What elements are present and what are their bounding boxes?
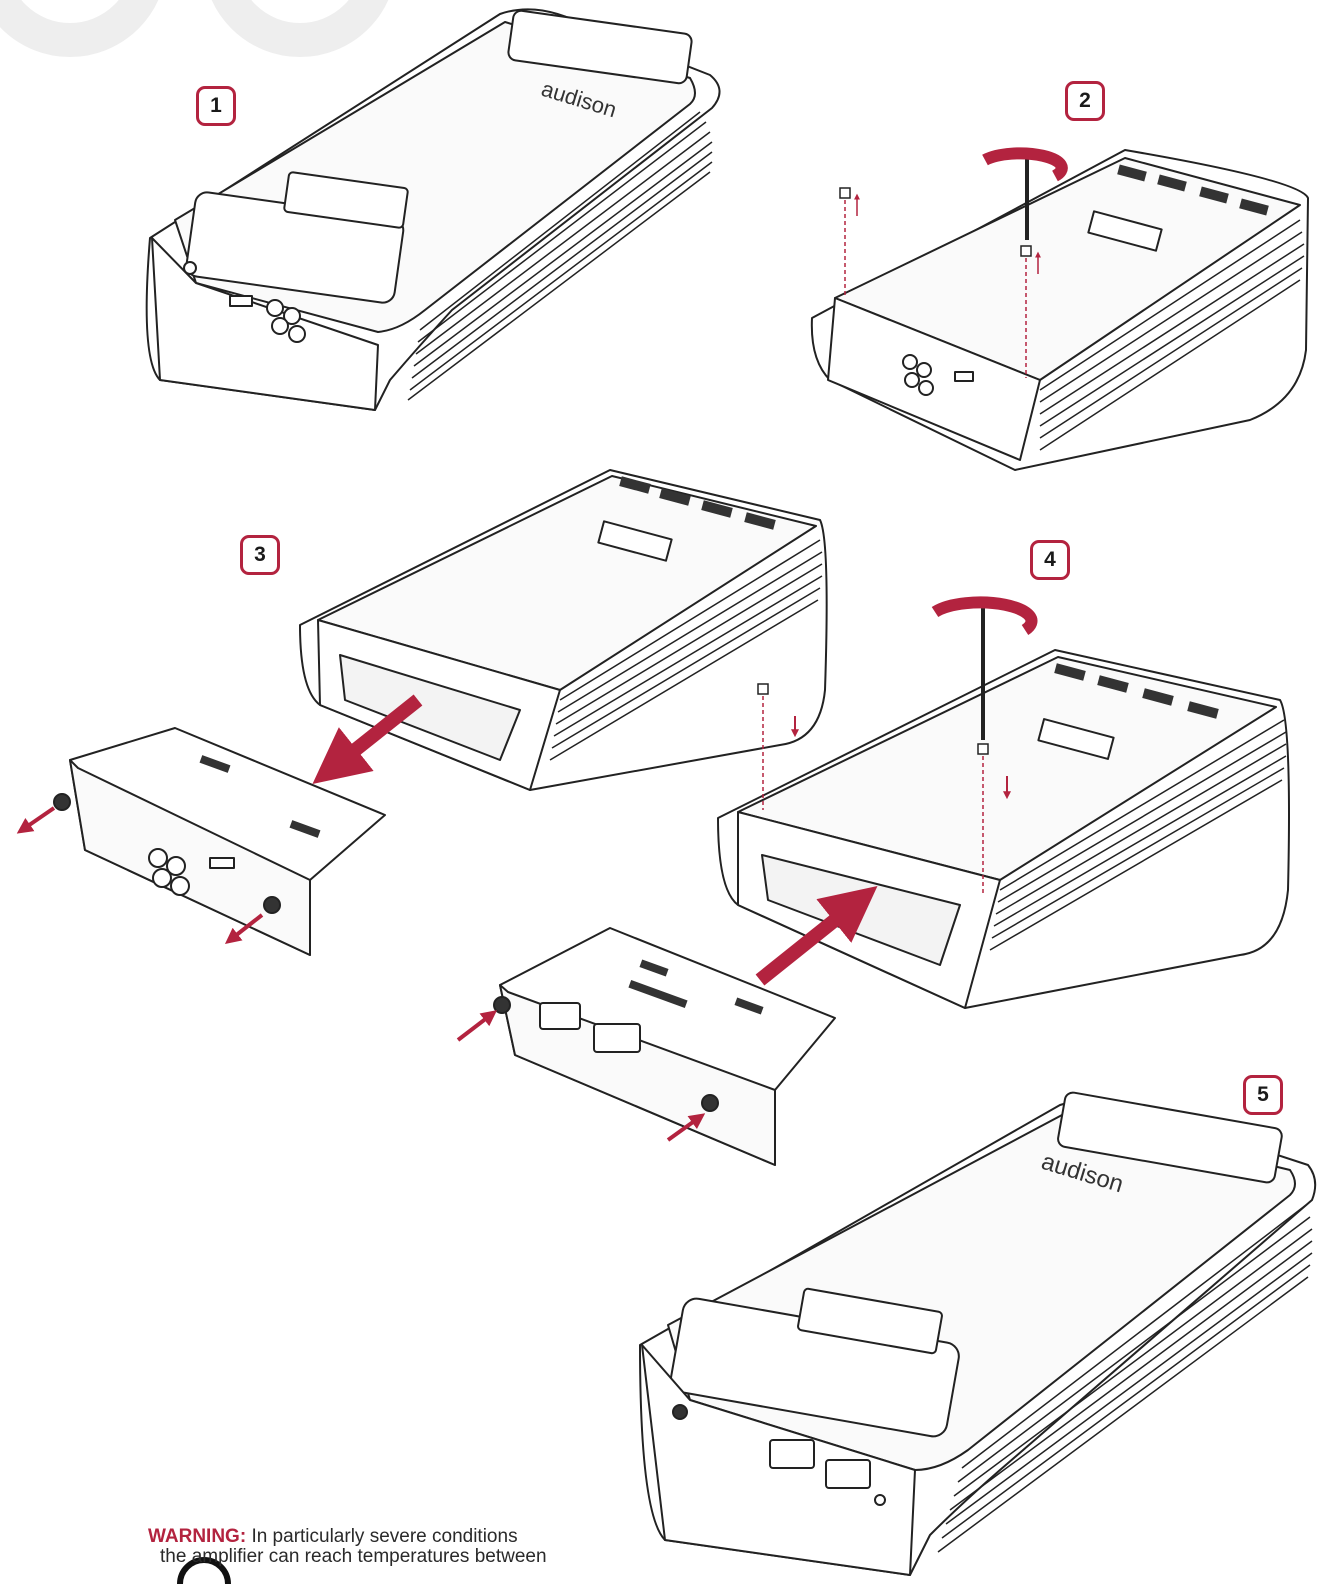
watermark-shapes: [0, 0, 389, 57]
step-1-badge: 1: [196, 86, 236, 126]
new-module: [493, 927, 836, 1166]
warning-note: WARNING: In particularly severe conditio…: [148, 1527, 668, 1567]
arrows-step4: [456, 886, 878, 1142]
warning-label: WARNING:: [148, 1526, 247, 1547]
arrows-step3: [16, 694, 423, 944]
step-4-badge: 4: [1030, 540, 1070, 580]
screwdriver-step2: [982, 147, 1068, 240]
amplifier-closed-top: [145, 8, 721, 411]
step-3-badge: 3: [240, 535, 280, 575]
hot-surface-warning-icon: [177, 1557, 231, 1584]
amplifier-bottom-step2: [810, 149, 1309, 471]
warning-line-2: the amplifier can reach temperatures bet…: [160, 1546, 547, 1567]
step-5-badge: 5: [1243, 1075, 1283, 1115]
old-module: [53, 727, 386, 956]
warning-line-1: In particularly severe conditions: [251, 1526, 518, 1547]
screws-inserted-step4: [757, 683, 1011, 895]
screws-removed-step2: [839, 187, 1041, 378]
amplifier-final: [639, 1091, 1317, 1576]
step-2-badge: 2: [1065, 81, 1105, 121]
screwdriver-step4: [931, 596, 1038, 740]
amplifier-open-step3: [299, 469, 828, 791]
